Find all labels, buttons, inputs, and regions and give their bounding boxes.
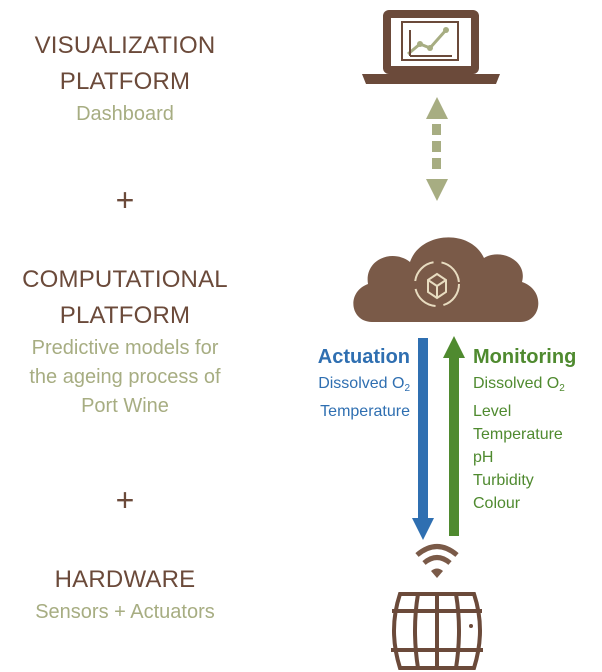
monitoring-arrow xyxy=(443,336,465,536)
visualization-block: VISUALIZATION PLATFORM Dashboard xyxy=(0,28,250,129)
actuation-label-group: Actuation Dissolved O2 Temperature xyxy=(286,346,410,423)
monitoring-heading: Monitoring xyxy=(473,346,577,368)
dashed-double-arrow xyxy=(426,97,448,201)
actuation-item-temperature: Temperature xyxy=(320,403,410,420)
computational-sub-line3: Port Wine xyxy=(81,395,169,417)
wifi-icon xyxy=(415,544,459,578)
plus-sign-2: + xyxy=(115,482,135,518)
computational-title-line1: COMPUTATIONAL xyxy=(22,266,228,293)
visualization-title-line2: PLATFORM xyxy=(59,68,191,95)
computational-block: COMPUTATIONAL PLATFORM Predictive models… xyxy=(0,262,250,421)
cloud-sync-icon xyxy=(353,237,539,322)
computational-sub-line2: the ageing process of xyxy=(29,366,221,388)
hardware-block: HARDWARE Sensors + Actuators xyxy=(0,562,250,627)
laptop-chart-icon xyxy=(362,10,500,84)
barrel-icon xyxy=(391,592,483,670)
computational-sub-line1: Predictive models for xyxy=(31,337,219,359)
plus-sign-1: + xyxy=(115,182,135,218)
hardware-subtitle: Sensors + Actuators xyxy=(35,601,215,623)
actuation-item-dissolved-o2: Dissolved O2 xyxy=(318,375,410,394)
monitoring-item-level: Level xyxy=(473,403,512,420)
monitoring-item-ph: pH xyxy=(473,449,494,466)
actuation-arrow xyxy=(412,338,434,540)
visualization-title-line1: VISUALIZATION xyxy=(34,32,216,59)
monitoring-item-temperature: Temperature xyxy=(473,426,563,443)
visualization-subtitle: Dashboard xyxy=(76,103,174,125)
monitoring-item-dissolved-o2: Dissolved O2 xyxy=(473,375,565,394)
actuation-heading: Actuation xyxy=(317,346,410,368)
hardware-title: HARDWARE xyxy=(54,566,196,593)
monitoring-label-group: Monitoring Dissolved O2 Level Temperatur… xyxy=(473,346,602,515)
computational-title-line2: PLATFORM xyxy=(59,302,191,329)
monitoring-item-turbidity: Turbidity xyxy=(473,472,534,489)
monitoring-item-colour: Colour xyxy=(473,495,521,512)
